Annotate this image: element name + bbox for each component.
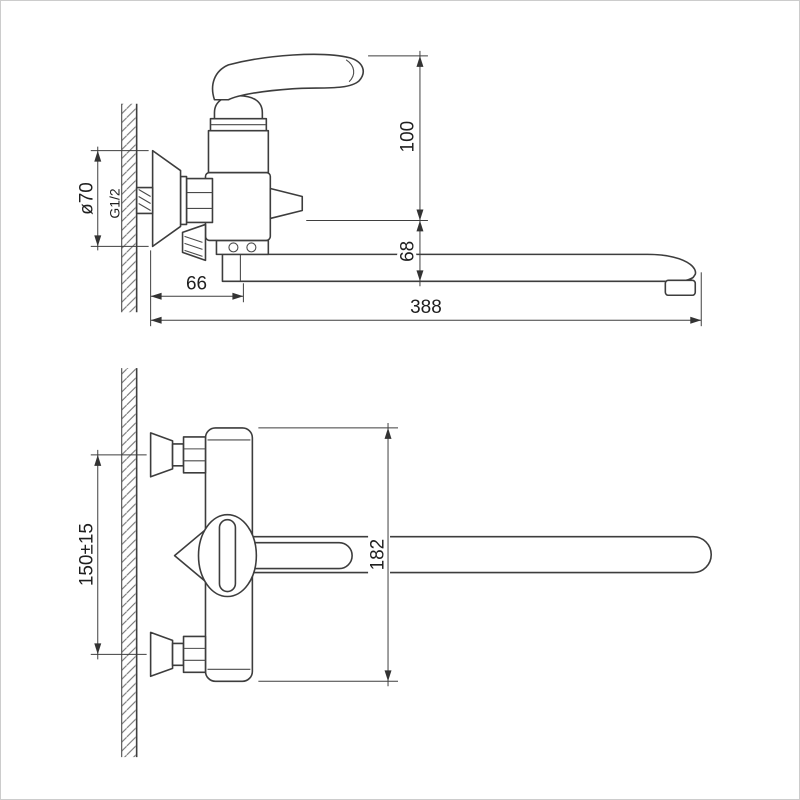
arrowhead: [384, 670, 392, 682]
dim-wall-to-spout-axis: 66: [186, 273, 207, 294]
wall-hatch: [121, 368, 137, 758]
thread-lines: [138, 189, 151, 211]
eccentric-bottom: [149, 631, 207, 678]
arrowhead: [94, 150, 102, 162]
rosette-front: [149, 631, 174, 678]
text-halo: [368, 523, 391, 586]
arrowhead: [384, 427, 392, 439]
cartridge-stem: [218, 518, 237, 593]
arrowhead: [416, 209, 424, 221]
arrowhead: [416, 270, 424, 282]
pivot-ring: [228, 242, 239, 253]
arrowhead: [416, 55, 424, 67]
faucet-front: [149, 427, 713, 683]
side-view: 100 68 ø70 G1/2 66 388: [76, 50, 702, 327]
wall-section-front: [121, 368, 138, 758]
rosette-side: [151, 149, 182, 248]
arrowhead: [232, 292, 244, 300]
arrowhead: [94, 643, 102, 655]
dim-spout-reach: 388: [410, 297, 442, 318]
wall-section-side: [121, 103, 138, 313]
diverter-knob: [269, 187, 304, 220]
connection-nut-front: [182, 635, 207, 674]
arrowhead: [94, 454, 102, 466]
handle-knob-line: [345, 59, 355, 83]
lower-outlet-thread: [184, 235, 203, 257]
arrowhead: [150, 292, 162, 300]
spout-pivot: [215, 239, 270, 256]
spout-side: [221, 253, 697, 283]
body-upper-side: [207, 129, 270, 174]
connection-step: [171, 642, 185, 667]
connection-nut-side: [185, 177, 214, 224]
eccentric-top: [149, 432, 207, 478]
handle-lever-front: [241, 541, 353, 570]
dim-spout-drop: 68: [397, 241, 418, 262]
arrowhead: [94, 235, 102, 247]
dim-thread-size: G1/2: [107, 188, 123, 218]
arrowhead: [690, 316, 702, 324]
spout-front: [247, 535, 713, 574]
pivot-ring: [246, 242, 257, 253]
handle-lever-side: [211, 53, 364, 101]
connection-step: [179, 175, 188, 226]
connection-step: [171, 443, 185, 467]
rosette-front: [149, 432, 174, 478]
dim-overall-height: 182: [368, 539, 389, 571]
aerator: [664, 279, 697, 297]
faucet-side: [135, 53, 697, 297]
dimensions-side: 100 68 ø70 G1/2 66 388: [76, 50, 702, 327]
front-view: 150±15 182: [76, 368, 713, 758]
dim-handle-height: 100: [397, 121, 418, 153]
arrowhead: [416, 220, 424, 232]
dim-escutcheon-diameter: ø70: [76, 182, 97, 215]
connection-nut-front: [182, 436, 207, 474]
arrowhead: [150, 316, 162, 324]
body-lower-side: [204, 171, 272, 242]
wall-hatch: [121, 103, 137, 313]
dim-mounting-centers: 150±15: [76, 523, 97, 586]
dimensions-front: 150±15 182: [76, 422, 399, 687]
